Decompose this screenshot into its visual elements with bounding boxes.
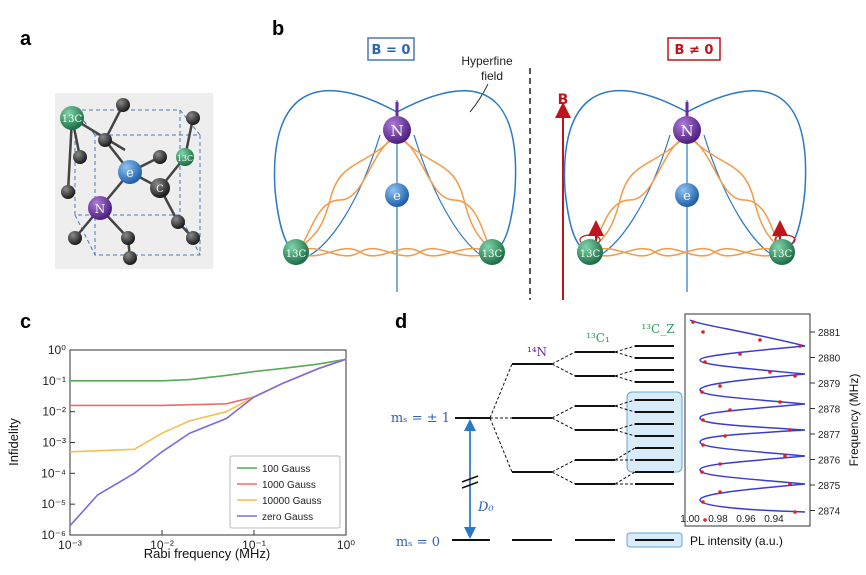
bnot0-box [667, 37, 721, 61]
y-tick-label: 10⁰ [48, 343, 66, 357]
b-right-c13-b: 13C [772, 249, 793, 260]
pl-fit-curve [689, 319, 806, 513]
c13-z-label: ¹³C_Z [641, 322, 674, 336]
freq-tick-label: 2875 [818, 481, 841, 492]
x-tick-label: 10⁻³ [58, 538, 82, 552]
chart-c-series [69, 358, 347, 527]
b-left-diagram: N e 13C 13C [273, 90, 517, 292]
series-line [70, 358, 347, 382]
b-right-diagram: N e 13C 13C [563, 90, 807, 292]
ms-pm1-label: mₛ = ± 1 [391, 411, 450, 426]
y-tick-label: 10⁻² [42, 405, 66, 419]
d0-label: D₀ [477, 500, 494, 515]
hyperfine-label-2: field [481, 69, 503, 83]
b-left-nitrogen: N [390, 122, 403, 140]
pl-label: PL intensity (a.u.) [690, 534, 783, 548]
y-tick-label: 10⁻⁴ [41, 466, 66, 480]
panel-c-chart: 10⁻³ 10⁻² 10⁻¹ 10⁰ 10⁰ 10⁻¹ 10⁻² 10⁻³ 10⁻⁴ 10⁻⁵ 10… [6, 343, 355, 561]
legend-10000: 10000 Gauss [262, 496, 322, 507]
x-tick-label: 10⁻² [150, 538, 174, 552]
y-tick-label: 10⁻⁵ [41, 497, 66, 511]
legend-zero: zero Gauss [262, 512, 313, 523]
pl-tick-label: 0.98 [708, 514, 728, 525]
x-tick-label: 10⁰ [337, 538, 355, 552]
chart-c-ylabel: Infidelity [6, 418, 21, 466]
lattice-c13-label-a: 13C [62, 114, 83, 125]
y-tick-label: 10⁻⁶ [41, 528, 66, 542]
lattice-c13-label-b: 13C [177, 154, 193, 163]
b0-label: B = 0 [372, 43, 411, 58]
lattice-carbon-label: C [156, 184, 164, 195]
y-tick-label: 10⁻³ [42, 436, 66, 450]
panel-a-lattice: C 13C 13C e N [55, 93, 213, 269]
legend-100: 100 Gauss [262, 464, 310, 475]
panel-label-b: b [272, 18, 284, 40]
bnot0-label: B ≠ 0 [675, 43, 714, 58]
series-line [69, 358, 347, 527]
pl-tick-label: 0.96 [736, 514, 756, 525]
freq-tick-label: 2879 [818, 379, 841, 390]
pl-tick-label: 0.94 [764, 514, 784, 525]
b0-box [367, 37, 415, 61]
n14-label: ¹⁴N [527, 345, 547, 359]
b-left-electron: e [393, 189, 401, 204]
freq-label: Frequency (MHz) [847, 374, 861, 467]
b-left-c13-b: 13C [482, 249, 503, 260]
c13-1-label: ¹³C₁ [586, 331, 610, 345]
panel-label-a: a [20, 28, 32, 50]
chart-c-legend: 100 Gauss 1000 Gauss 10000 Gauss zero Ga… [229, 455, 341, 529]
pl-data-points [691, 320, 802, 522]
ms-0-label: mₛ = 0 [396, 535, 440, 550]
lattice-electron-label: e [126, 166, 134, 181]
freq-tick-label: 2877 [818, 430, 841, 441]
b-right-nitrogen: N [680, 122, 693, 140]
freq-tick-label: 2878 [818, 405, 841, 416]
freq-tick-label: 2881 [818, 328, 841, 339]
chart-c-xlabel: Rabi frequency (MHz) [144, 546, 270, 561]
y-tick-label: 10⁻¹ [42, 374, 66, 388]
b-field-label: B [558, 92, 569, 108]
lattice-nitrogen-label: N [95, 202, 106, 216]
legend-1000: 1000 Gauss [262, 480, 316, 491]
freq-tick-label: 2876 [818, 456, 841, 467]
chart-c-ticks: 10⁻³ 10⁻² 10⁻¹ 10⁰ 10⁰ 10⁻¹ 10⁻² 10⁻³ 10⁻⁴ 10⁻⁵ 10… [41, 343, 355, 552]
panel-d-levels: mₛ = ± 1 mₛ = 0 D₀ ¹⁴N ¹³C₁ ¹³C_Z PL int… [391, 313, 861, 550]
panel-b: B = 0 B ≠ 0 Hyperfine field B N e [273, 37, 807, 300]
x-tick-label: 10⁻¹ [242, 538, 266, 552]
hyperfine-label-1: Hyperfine [461, 54, 513, 68]
freq-tick-label: 2880 [818, 354, 841, 365]
freq-tick-label: 2874 [818, 507, 841, 518]
panel-label-c: c [20, 311, 31, 333]
panel-label-d: d [395, 311, 407, 333]
pl-frame [684, 313, 811, 527]
pl-axis-ticks: 1.00 0.98 0.96 0.94 2881 2880 2879 2878 2877 2876… [680, 328, 840, 525]
pl-tick-label: 1.00 [680, 514, 700, 525]
b-left-c13-a: 13C [286, 249, 307, 260]
b-right-c13-a: 13C [580, 249, 601, 260]
b-right-electron: e [683, 189, 691, 204]
